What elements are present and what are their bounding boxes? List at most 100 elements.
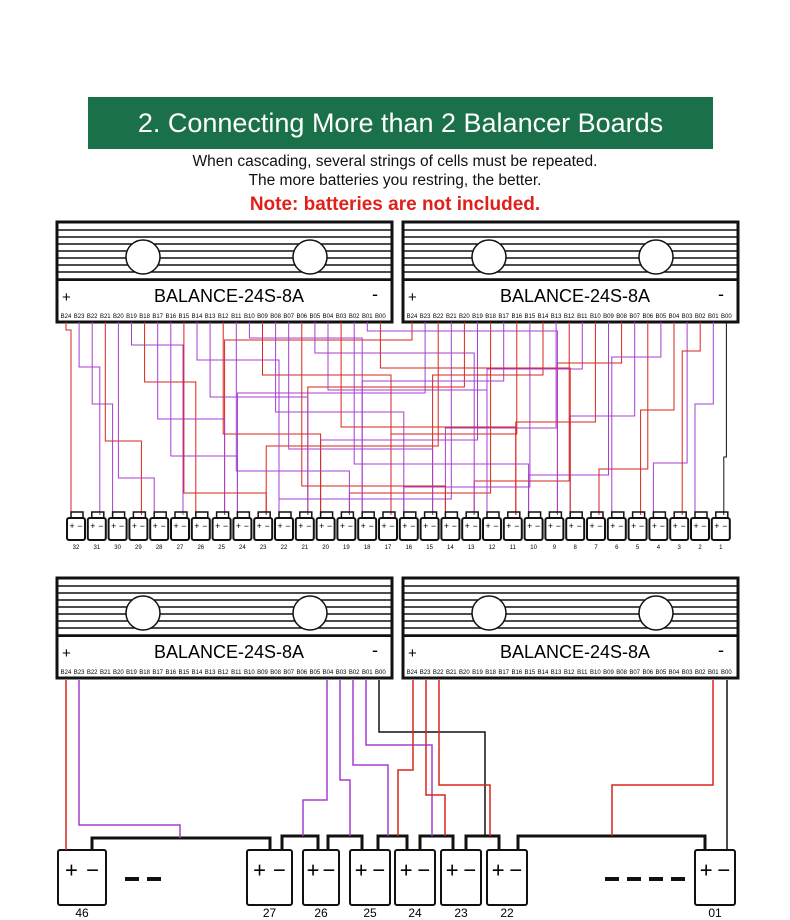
balance-wire [170,322,238,515]
cell-link [382,511,396,518]
battery-number: 2 [698,545,702,551]
pin-label-B06: B06 [642,670,653,676]
pin-label-B01: B01 [708,314,719,320]
pin-label-B00: B00 [721,314,732,320]
battery-number: 20 [322,545,329,551]
pin-label-B00: B00 [375,670,386,676]
battery-number: 26 [314,906,328,920]
cell-link [590,511,604,518]
pin-label-B07: B07 [283,670,294,676]
pin-label-B08: B08 [616,314,627,320]
mount-hole [292,239,328,275]
minus-icon: − [597,521,602,531]
plus-icon: + [693,521,698,531]
cell-link [694,511,708,518]
pin-label-B23: B23 [420,314,431,320]
board-label: BALANCE-24S-8A [154,286,304,306]
mount-hole [292,595,328,631]
pin-label-B03: B03 [682,670,693,676]
battery-cell-18 [357,517,378,541]
cell-link [278,511,292,518]
plus-icon: + [423,521,428,531]
pin-label-B15: B15 [525,670,536,676]
plus-terminal-label: + [62,645,71,662]
plus-icon: + [173,521,178,531]
battery-number: 9 [553,545,557,551]
pin-label-B24: B24 [407,314,418,320]
cell-link [174,511,188,518]
pin-label-B11: B11 [231,670,242,676]
ellipsis-dash [649,877,663,881]
minus-icon: − [681,521,686,531]
minus-icon: − [473,521,478,531]
battery-cell-30 [107,517,128,541]
minus-icon: − [701,521,706,531]
pin-label-B09: B09 [257,314,268,320]
section-title: 2. Connecting More than 2 Balancer Board… [137,107,664,138]
cell-link [215,511,230,518]
plus-icon: + [253,858,266,883]
minus-icon: − [372,858,385,883]
battery-cell-8 [565,517,586,541]
plus-icon: + [361,521,366,531]
pin-label-B01: B01 [708,670,719,676]
plus-icon: + [69,521,74,531]
pin-label-B10: B10 [590,314,601,320]
balance-wire [640,322,675,515]
plus-icon: + [485,521,490,531]
battery-cell-17 [378,517,398,541]
cell-link [340,511,355,518]
subtitle-line-1: When cascading, several strings of cells… [192,153,598,170]
pin-label-B17: B17 [498,314,509,320]
pin-label-B15: B15 [525,314,536,320]
battery-number: 46 [75,906,89,920]
pin-label-B17: B17 [152,314,163,320]
minus-icon: − [161,521,166,531]
battery-cell-19 [336,517,357,541]
pin-label-B10: B10 [244,670,255,676]
pin-label-B13: B13 [551,670,562,676]
balance-wire [340,322,517,515]
minus-icon: − [273,858,286,883]
mount-hole [125,239,161,275]
plus-icon: + [506,521,511,531]
plus-icon: + [307,858,320,883]
cell-link [444,511,459,518]
pin-label-B10: B10 [590,670,601,676]
pin-label-B12: B12 [564,670,575,676]
battery-number: 4 [657,545,661,551]
minus-icon: − [265,521,270,531]
cell-link [507,511,521,518]
pin-label-B06: B06 [642,314,653,320]
minus-icon: − [717,858,730,883]
battery-number: 11 [510,545,517,551]
cell-link [611,511,625,518]
balance-wire [379,322,571,515]
plus-icon: + [153,521,158,531]
pin-label-B00: B00 [375,314,386,320]
pin-label-B19: B19 [472,314,483,320]
cell-link [465,511,479,518]
pin-label-B18: B18 [139,314,150,320]
battery-number: 32 [73,545,80,551]
pin-label-B02: B02 [695,314,706,320]
cell-link [236,511,251,518]
battery-number: 26 [197,545,204,551]
battery-number: 25 [218,545,225,551]
balance-wire [723,322,727,515]
pin-label-B20: B20 [113,314,124,320]
pin-label-B18: B18 [139,670,150,676]
plus-icon: + [527,521,532,531]
balance-wire [209,322,309,515]
plus-icon: + [446,858,459,883]
pin-label-B12: B12 [564,314,575,320]
pin-label-B01: B01 [362,670,373,676]
series-link [90,836,272,850]
plus-terminal-label: + [408,289,417,306]
pin-label-B02: B02 [349,314,360,320]
pin-label-B14: B14 [192,670,203,676]
battery-cell-11 [502,517,523,541]
minus-terminal-label: - [372,640,378,660]
pin-label-B17: B17 [498,670,509,676]
pin-label-B05: B05 [310,670,321,676]
